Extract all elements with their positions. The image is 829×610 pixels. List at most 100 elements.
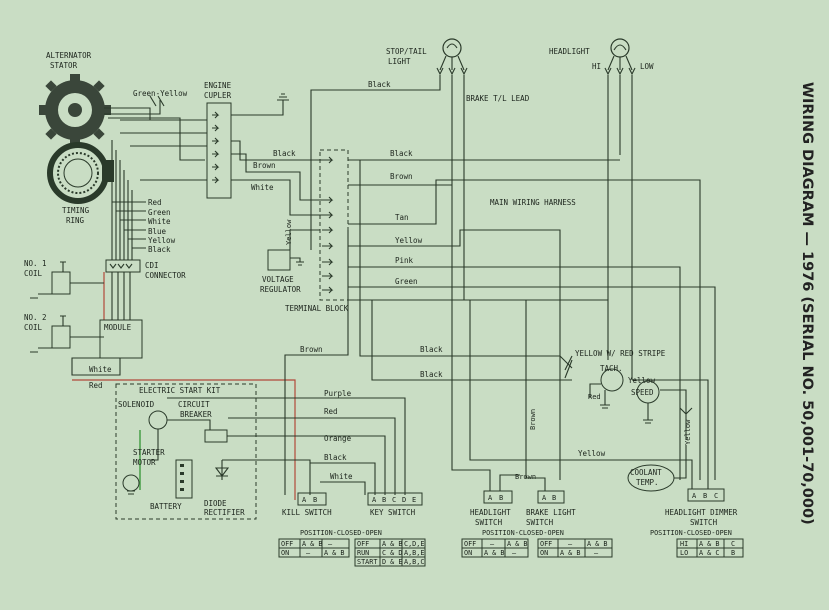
headlight-brake-table: POSITION-CLOSED-OPEN OFF — A & B ON A & … xyxy=(461,529,613,558)
kk-r0c2: — xyxy=(328,540,333,548)
hb-r1c1: A & B xyxy=(484,549,504,557)
svg-text:D: D xyxy=(402,496,406,504)
stop-tail-light: STOP/TAIL LIGHT xyxy=(386,38,468,76)
brake-switch-label-2: SWITCH xyxy=(526,518,554,527)
yellow-red-stripe-label: YELLOW W/ RED STRIPE xyxy=(575,349,666,358)
headlight: HEADLIGHT HI LOW xyxy=(549,38,654,76)
wire-label-black-6: Black xyxy=(324,453,347,462)
svg-text:A: A xyxy=(542,494,547,502)
wire-label-black-top: Black xyxy=(368,80,391,89)
svg-text:A: A xyxy=(488,494,493,502)
svg-text:C: C xyxy=(392,496,396,504)
headlight-switch-label-1: HEADLIGHT xyxy=(470,508,511,517)
wire-label-brown: Brown xyxy=(253,161,276,170)
battery-label: BATTERY xyxy=(150,502,182,511)
coupler-label-1: ENGINE xyxy=(204,81,232,90)
headlight-hi-label: HI xyxy=(592,62,601,71)
cdi-lead-white: White xyxy=(148,217,171,226)
timing-label-1: TIMING xyxy=(62,206,90,215)
cdi-connector: CDI CONNECTOR xyxy=(103,259,186,320)
starter-motor-label-1: STARTER xyxy=(133,448,165,457)
wire-label-green-yellow: Green-Yellow xyxy=(133,89,188,98)
coil2-label-1: NO. 2 xyxy=(24,313,47,322)
coupler-label-2: CUPLER xyxy=(204,91,232,100)
engine-coupler: ENGINE CUPLER xyxy=(120,81,232,199)
main-harness-label: MAIN WIRING HARNESS xyxy=(490,198,576,207)
dm-r0c0: HI xyxy=(680,540,688,548)
dimmer-label-2: SWITCH xyxy=(690,518,718,527)
wire-label-yellow-vreg: Yellow xyxy=(285,219,293,245)
cdi-label-1: CDI xyxy=(145,261,159,270)
dm-r1c1: A & C xyxy=(699,549,719,557)
solenoid-label: SOLENOID xyxy=(118,400,155,409)
cdi-lead-black: Black xyxy=(148,245,171,254)
coil2-label-2: COIL xyxy=(24,323,43,332)
wire-label-white: White xyxy=(251,183,274,192)
svg-text:B: B xyxy=(499,494,503,502)
key-switch-label: KEY SWITCH xyxy=(370,508,416,517)
wire-label-yellow-2: Yellow xyxy=(578,449,606,458)
svg-text:A: A xyxy=(302,496,307,504)
kk-r1c2: A & B xyxy=(324,549,344,557)
speed-gauge: SPEED Yellow xyxy=(631,380,693,445)
hb-r2c2: A & B xyxy=(587,540,607,548)
wire-label-yellow-tach: Yellow xyxy=(628,376,656,385)
diode-label-1: DIODE xyxy=(204,499,227,508)
wire-label-brown-2: Brown xyxy=(390,172,413,181)
cdi-label-2: CONNECTOR xyxy=(145,271,186,280)
coil-1: NO. 1 COIL xyxy=(24,259,104,299)
kk-r1c1: — xyxy=(306,549,311,557)
kk-r3c1: C & D xyxy=(382,549,402,557)
dm-r1c2: B xyxy=(731,549,735,557)
cdi-leads: Red Green White Blue Yellow Black xyxy=(111,140,176,260)
cdi-lead-green: Green xyxy=(148,208,171,217)
alternator-stator: ALTERNATOR STATOR xyxy=(39,51,111,146)
voltage-regulator: VOLTAGE REGULATOR Yellow xyxy=(260,219,320,294)
wire-label-red-module: Red xyxy=(89,381,103,390)
coil1-label-1: NO. 1 xyxy=(24,259,47,268)
hb-r2c1: — xyxy=(568,540,573,548)
hb-r1c0: ON xyxy=(464,549,472,557)
kk-r2c0: OFF xyxy=(357,540,369,548)
svg-text:B: B xyxy=(313,496,317,504)
diode-label-2: RECTIFIER xyxy=(204,508,245,517)
kk-r3c2: A,B,E xyxy=(404,549,424,557)
wire-label-red-tach: Red xyxy=(588,393,601,401)
starter-motor-label-2: MOTOR xyxy=(133,458,156,467)
wire-label-green-2: Green xyxy=(395,277,418,286)
coil-2: NO. 2 COIL xyxy=(24,313,104,353)
hb-r3c1: A & B xyxy=(560,549,580,557)
hb-r0c1: — xyxy=(490,540,495,548)
diagram-title: WIRING DIAGRAM — 1976 (SERIAL NO. 50,001… xyxy=(799,82,815,525)
brake-lead-label: BRAKE T/L LEAD xyxy=(466,94,530,103)
wire-label-yellow-speed: Yellow xyxy=(684,419,692,445)
kk-r2c2: C,D,E xyxy=(404,540,424,548)
kk-r1c0: ON xyxy=(281,549,289,557)
hb-r3c2: — xyxy=(594,549,599,557)
cdi-lead-blue: Blue xyxy=(148,227,167,236)
kk-r2c1: A & B xyxy=(382,540,402,548)
vreg-label-1: VOLTAGE xyxy=(262,275,294,284)
wire-label-black-5: Black xyxy=(420,370,443,379)
svg-text:C: C xyxy=(714,492,718,500)
wire-label-white-2: White xyxy=(330,472,353,481)
electric-start-kit: ELECTRIC START KIT SOLENOID CIRCUIT BREA… xyxy=(115,383,257,520)
terminal-block: TERMINAL BLOCK xyxy=(285,149,349,313)
dimmer-label-1: HEADLIGHT DIMMER xyxy=(665,508,738,517)
svg-text:B: B xyxy=(552,494,556,502)
svg-text:A: A xyxy=(372,496,377,504)
kill-switch-label: KILL SWITCH xyxy=(282,508,332,517)
wire-label-black-2: Black xyxy=(273,149,296,158)
kill-key-table-header: POSITION-CLOSED-OPEN xyxy=(300,529,382,537)
wire-label-purple: Purple xyxy=(324,389,352,398)
alternator-label-2: STATOR xyxy=(50,61,78,70)
wire-label-black-3: Black xyxy=(390,149,413,158)
svg-text:E: E xyxy=(412,496,416,504)
kk-r4c0: START xyxy=(357,558,377,566)
headlight-low-label: LOW xyxy=(640,62,654,71)
kk-r4c2: A,B,C xyxy=(404,558,424,566)
